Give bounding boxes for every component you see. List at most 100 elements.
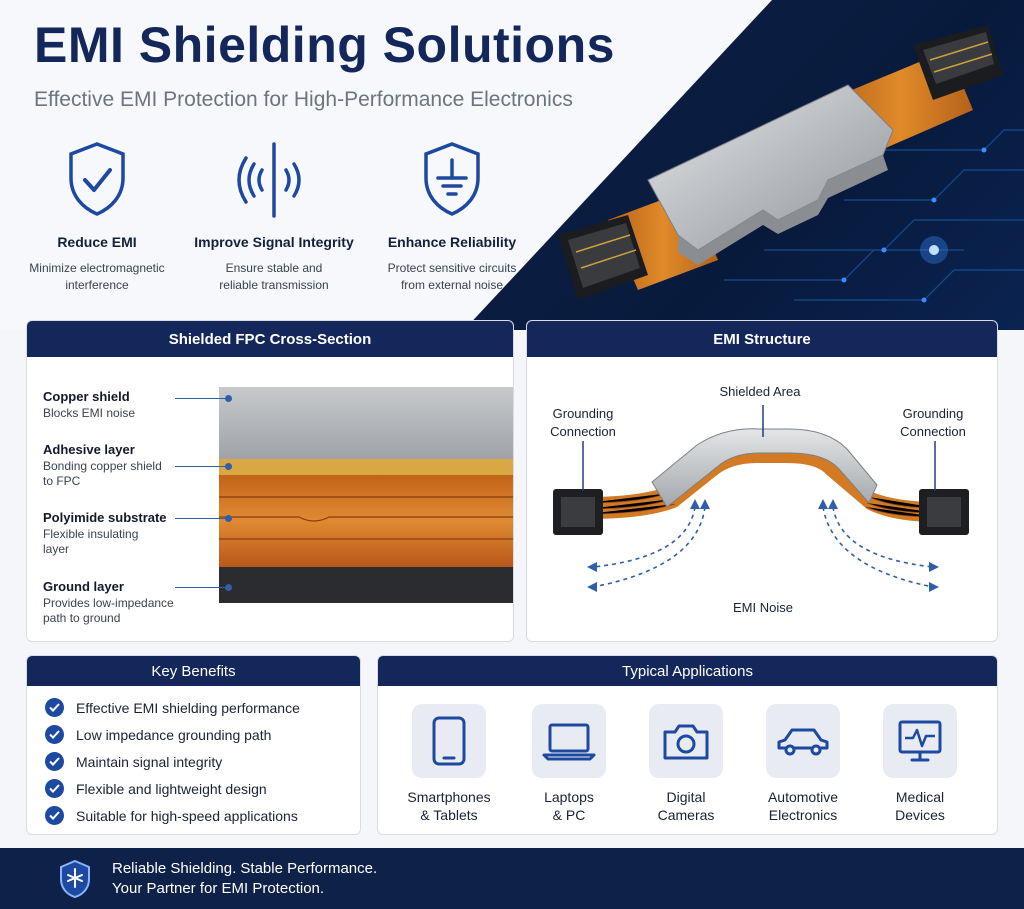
check-icon xyxy=(45,698,64,717)
layer-name: Adhesive layer xyxy=(43,442,135,457)
ground-layer xyxy=(219,567,513,603)
emi-structure-diagram xyxy=(553,405,969,592)
layer-name: Ground layer xyxy=(43,579,124,594)
layer-label-adhesive: Adhesive layer Bonding copper shield to … xyxy=(43,442,162,489)
feature-reliability: Enhance Reliability Protect sensitive ci… xyxy=(357,140,547,294)
benefits-list: Effective EMI shielding performance Low … xyxy=(27,686,360,829)
page-subtitle: Effective EMI Protection for High-Perfor… xyxy=(34,88,573,111)
feature-desc: Ensure stable and reliable transmission xyxy=(179,260,369,294)
app-laptops: Laptops & PC xyxy=(514,704,624,824)
feature-desc: Minimize electromagnetic interference xyxy=(2,260,192,294)
grounding-line: Connection xyxy=(900,424,966,439)
benefit-item: Suitable for high-speed applications xyxy=(45,802,360,829)
feature-desc-line: interference xyxy=(65,278,129,292)
app-label-line: Electronics xyxy=(768,807,838,823)
grounding-line: Grounding xyxy=(902,406,964,421)
layer-desc: Flexible insulating xyxy=(43,527,139,541)
app-smartphones: Smartphones & Tablets xyxy=(394,704,504,824)
benefit-text: Flexible and lightweight design xyxy=(76,780,267,797)
app-label: Smartphones & Tablets xyxy=(394,788,504,824)
footer-tagline: Reliable Shielding. Stable Performance. … xyxy=(112,859,377,899)
feature-desc: Protect sensitive circuits from external… xyxy=(357,260,547,294)
layer-desc: path to ground xyxy=(43,611,121,625)
page-title: EMI Shielding Solutions xyxy=(34,17,615,73)
benefit-text: Suitable for high-speed applications xyxy=(76,807,298,824)
shield-logo-icon xyxy=(60,859,90,898)
feature-desc-line: Minimize electromagnetic xyxy=(29,261,165,275)
app-label: Digital Cameras xyxy=(631,788,741,824)
benefit-text: Maintain signal integrity xyxy=(76,753,223,770)
benefit-item: Effective EMI shielding performance xyxy=(45,694,360,721)
grounding-line: Grounding xyxy=(552,406,614,421)
cross-section-panel: Shielded FPC Cross-Section Copper shield… xyxy=(26,320,514,642)
app-label-line: & Tablets xyxy=(420,807,478,823)
feature-desc-line: reliable transmission xyxy=(219,278,329,292)
laptop-icon xyxy=(532,704,606,778)
layer-name: Polyimide substrate xyxy=(43,510,167,525)
smartphone-icon xyxy=(412,704,486,778)
check-icon xyxy=(45,725,64,744)
check-icon xyxy=(45,806,64,825)
emi-noise-label: EMI Noise xyxy=(733,600,793,615)
signal-waves-icon xyxy=(237,142,301,218)
footer-line: Reliable Shielding. Stable Performance. xyxy=(112,859,378,877)
panel-heading: EMI Structure xyxy=(527,321,997,357)
app-label: Medical Devices xyxy=(865,788,975,824)
polyimide-layer xyxy=(219,475,513,567)
feature-title: Improve Signal Integrity xyxy=(194,234,354,250)
leader-line xyxy=(175,584,232,591)
layer-label-polyimide: Polyimide substrate Flexible insulating … xyxy=(43,510,167,557)
layer-desc: to FPC xyxy=(43,474,81,488)
layer-label-copper: Copper shield Blocks EMI noise xyxy=(43,389,135,421)
app-label-line: Digital xyxy=(666,789,706,805)
benefit-item: Low impedance grounding path xyxy=(45,721,360,748)
footer-banner: Reliable Shielding. Stable Performance. … xyxy=(0,848,1024,909)
footer-line: Your Partner for EMI Protection. xyxy=(112,879,325,897)
app-label-line: Devices xyxy=(895,807,945,823)
medical-monitor-icon xyxy=(883,704,957,778)
check-icon xyxy=(45,752,64,771)
camera-icon xyxy=(649,704,723,778)
layer-desc: Bonding copper shield xyxy=(43,459,162,473)
benefit-item: Maintain signal integrity xyxy=(45,748,360,775)
leader-line xyxy=(175,463,232,470)
shielded-fpc-product-image xyxy=(558,25,1003,300)
feature-title: Enhance Reliability xyxy=(387,234,517,250)
feature-title: Reduce EMI xyxy=(57,234,137,250)
layer-desc: Blocks EMI noise xyxy=(43,406,136,420)
feature-desc-line: from external noise xyxy=(400,278,504,292)
check-icon xyxy=(45,779,64,798)
layer-desc: layer xyxy=(43,542,70,556)
benefit-text: Effective EMI shielding performance xyxy=(76,699,300,716)
grounding-right-label: Grounding Connection xyxy=(885,405,981,441)
feature-desc-line: Protect sensitive circuits xyxy=(387,261,517,275)
car-icon xyxy=(766,704,840,778)
panel-heading: Typical Applications xyxy=(378,656,997,686)
key-benefits-panel: Key Benefits Effective EMI shielding per… xyxy=(26,655,361,835)
grounding-left-label: Grounding Connection xyxy=(535,405,631,441)
app-label-line: Cameras xyxy=(657,807,715,823)
emi-structure-panel: EMI Structure xyxy=(526,320,998,642)
grounding-line: Connection xyxy=(550,424,616,439)
shielded-area-label: Shielded Area xyxy=(719,384,801,399)
applications-panel: Typical Applications Smartphones & Table… xyxy=(377,655,998,835)
app-automotive: Automotive Electronics xyxy=(748,704,858,824)
app-label: Laptops & PC xyxy=(514,788,624,824)
shield-check-icon xyxy=(69,142,125,216)
app-label-line: Medical xyxy=(895,789,945,805)
layer-desc: Provides low-impedance xyxy=(43,596,174,610)
layer-label-ground: Ground layer Provides low-impedance path… xyxy=(43,579,174,626)
leader-line xyxy=(175,395,232,402)
benefit-text: Low impedance grounding path xyxy=(76,726,272,743)
app-label-line: Laptops xyxy=(544,789,594,805)
app-label-line: Automotive xyxy=(767,789,839,805)
leader-line xyxy=(175,515,232,522)
shield-ground-icon xyxy=(424,142,480,216)
adhesive-layer xyxy=(219,459,513,475)
app-label-line: Smartphones xyxy=(407,789,491,805)
cross-section-diagram xyxy=(219,387,513,603)
app-label-line: & PC xyxy=(552,807,586,823)
connector-right xyxy=(913,25,1003,100)
feature-desc-line: Ensure stable and xyxy=(225,261,323,275)
layer-name: Copper shield xyxy=(43,389,130,404)
